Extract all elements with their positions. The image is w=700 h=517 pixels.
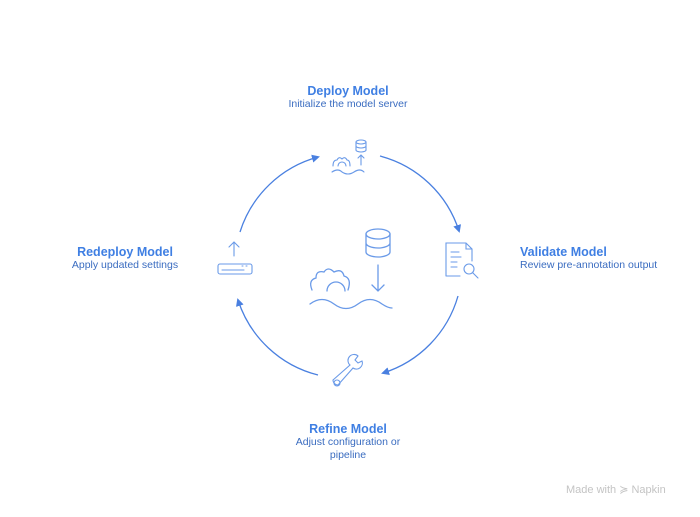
step-title: Redeploy Model xyxy=(77,245,173,259)
arrow-refine-to-redeploy xyxy=(236,298,319,376)
step-validate: Validate Model Review pre-annotation out… xyxy=(520,245,690,272)
step-refine: Refine Model Adjust configuration or pip… xyxy=(283,422,413,462)
napkin-watermark: Made with ≽ Napkin xyxy=(566,484,666,496)
step-subtitle: Review pre-annotation output xyxy=(520,259,658,271)
arrow-deploy-to-validate xyxy=(379,155,461,233)
upload-server-icon xyxy=(217,241,253,275)
step-title: Refine Model xyxy=(309,422,387,436)
step-title: Validate Model xyxy=(520,245,607,259)
document-search-icon xyxy=(445,242,479,279)
step-subtitle: Adjust configuration or pipeline xyxy=(295,436,401,461)
step-redeploy: Redeploy Model Apply updated settings xyxy=(50,245,200,272)
arrow-validate-to-refine xyxy=(381,295,459,376)
step-subtitle: Initialize the model server xyxy=(288,98,408,110)
arrow-redeploy-to-deploy xyxy=(239,154,320,233)
center-gear-database-icon xyxy=(309,228,393,310)
gear-database-upload-icon xyxy=(331,139,367,175)
step-deploy: Deploy Model Initialize the model server xyxy=(260,84,436,111)
step-title: Deploy Model xyxy=(307,84,389,98)
step-subtitle: Apply updated settings xyxy=(71,259,179,271)
wrench-icon xyxy=(332,353,363,387)
